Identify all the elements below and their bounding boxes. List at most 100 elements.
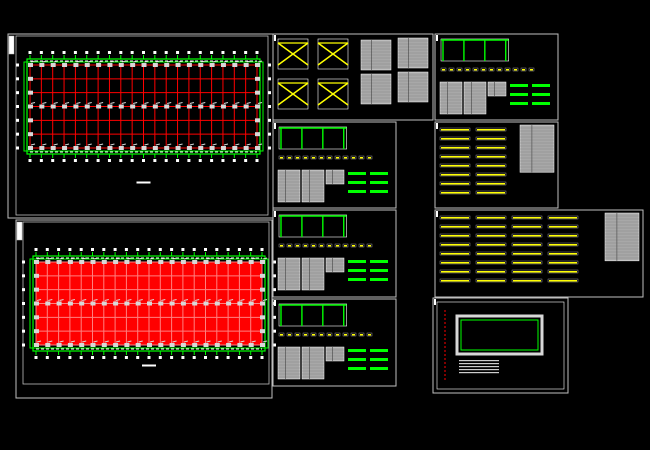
connection-detail: [348, 269, 366, 272]
members-sheet-2: [434, 209, 644, 298]
member-outline: [342, 243, 349, 248]
column-tag: [262, 340, 268, 343]
connection-detail: [510, 84, 528, 87]
column: [135, 301, 141, 306]
column: [90, 260, 96, 264]
member-section: [304, 157, 307, 159]
member-outline: [326, 155, 333, 160]
column-tag: [133, 102, 138, 104]
member-section: [513, 226, 541, 228]
column: [34, 315, 39, 320]
member-outline: [318, 243, 325, 248]
connection-detail: [348, 349, 366, 352]
member-outline: [302, 155, 309, 160]
axis-bubble: [16, 132, 19, 136]
member-outline: [439, 278, 471, 283]
axis-bubble: [130, 51, 134, 54]
member-section: [513, 253, 541, 255]
member-section: [288, 245, 291, 247]
axis-bubble: [255, 159, 259, 162]
member-outline: [440, 67, 447, 72]
column: [84, 146, 90, 150]
member-outline: [475, 172, 507, 177]
column: [248, 260, 254, 264]
member-outline: [366, 155, 373, 160]
title-block: [274, 35, 276, 41]
member-section: [530, 69, 533, 71]
column: [124, 260, 130, 264]
member-outline: [278, 155, 285, 160]
member-outline: [439, 269, 471, 274]
axis-bubble: [124, 248, 128, 251]
axis-bubble: [273, 288, 276, 292]
sheet-frame: [432, 297, 569, 394]
column: [169, 343, 175, 347]
member-section: [344, 334, 347, 336]
column: [118, 146, 124, 150]
axis-bubble: [244, 51, 248, 54]
column: [209, 63, 215, 67]
axis-bubble: [153, 51, 157, 54]
column-tag: [217, 299, 222, 301]
column: [152, 63, 158, 67]
column: [67, 260, 73, 264]
portal-frame: [278, 126, 347, 150]
column: [226, 260, 232, 264]
member-outline: [310, 243, 317, 248]
member-section: [477, 138, 505, 140]
axis-bubble: [273, 315, 276, 319]
column: [101, 343, 107, 347]
column: [220, 104, 226, 109]
column: [255, 146, 260, 150]
member-outline: [475, 224, 507, 229]
column-tag: [98, 102, 104, 104]
column-tag: [64, 102, 70, 104]
column: [169, 260, 175, 264]
column: [84, 63, 90, 67]
column: [232, 146, 238, 150]
column: [39, 104, 45, 109]
column-tag: [93, 299, 98, 301]
axis-bubble: [273, 329, 276, 333]
member-outline: [464, 67, 471, 72]
member-section: [549, 262, 577, 264]
column-tag: [59, 340, 64, 343]
axis-bubble: [62, 51, 66, 54]
member-outline: [286, 243, 293, 248]
axis-bubble: [16, 91, 19, 95]
axis-bubble: [255, 51, 259, 54]
column: [203, 260, 209, 264]
column: [28, 118, 33, 123]
member-section: [304, 334, 307, 336]
column: [107, 63, 113, 67]
column: [96, 146, 102, 150]
axis-bubble: [102, 356, 106, 359]
connection-detail: [370, 190, 388, 193]
column: [260, 287, 265, 292]
column: [164, 146, 170, 150]
axis-bubble: [147, 356, 151, 359]
member-section: [506, 69, 509, 71]
frame-sheet-3: [272, 209, 397, 298]
axis-bubble: [204, 248, 207, 251]
axis-bubble: [244, 159, 248, 162]
site-note: [459, 360, 499, 362]
member-outline: [286, 155, 293, 160]
column: [152, 104, 158, 109]
column: [209, 146, 215, 150]
axis-bubble: [273, 343, 276, 347]
data-table: [325, 169, 345, 185]
column-tag: [30, 143, 36, 146]
member-section: [441, 138, 469, 140]
member-section: [296, 334, 299, 336]
member-section: [450, 69, 453, 71]
column: [192, 343, 198, 347]
column: [90, 301, 96, 306]
column: [180, 260, 186, 264]
member-section: [477, 165, 505, 167]
column: [255, 90, 260, 95]
sheet-frame: [272, 121, 397, 209]
axis-bubble: [221, 159, 225, 162]
connection-detail: [370, 349, 388, 352]
